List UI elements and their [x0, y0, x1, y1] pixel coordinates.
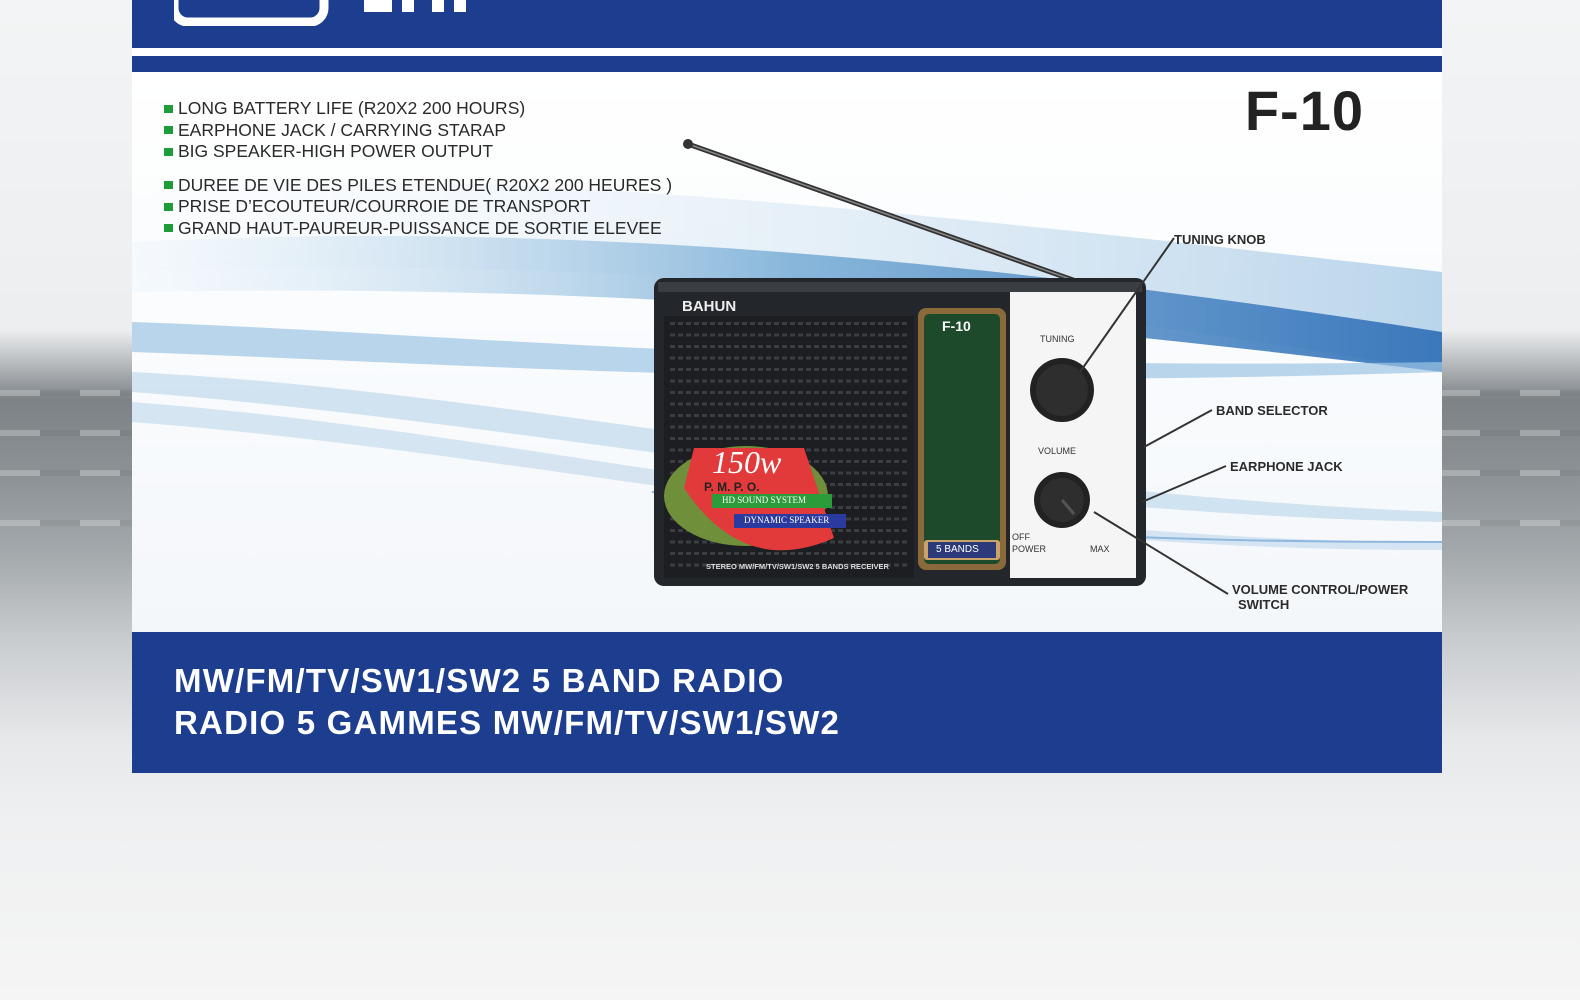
feature-item: LONG BATTERY LIFE (R20X2 200 HOURS) — [164, 98, 672, 120]
green-bullet-icon — [164, 126, 173, 135]
radio-model: F-10 — [942, 318, 971, 334]
feature-group-french: DUREE DE VIE DES PILES ETENDUE( R20X2 20… — [164, 175, 672, 240]
headline-english: MW/FM/TV/SW1/SW2 5 BAND RADIO — [174, 662, 785, 699]
green-bullet-icon — [164, 224, 173, 233]
callout-volume-power-switch: SWITCH — [1238, 597, 1290, 612]
green-bullet-icon — [164, 104, 173, 113]
power-label: POWER — [1012, 544, 1047, 554]
receiver-label: STEREO MW/FM/TV/SW1/SW2 5 BANDS RECEIVER — [706, 562, 889, 571]
callout-volume-power: VOLUME CONTROL/POWER — [1232, 582, 1409, 597]
off-label: OFF — [1012, 532, 1030, 542]
top-blue-stripe — [132, 56, 1442, 72]
brand-logo — [174, 0, 466, 26]
top-blue-band — [132, 0, 1442, 48]
green-bullet-icon — [164, 202, 173, 211]
volume-label: VOLUME — [1038, 446, 1077, 456]
hero-area: LONG BATTERY LIFE (R20X2 200 HOURS) EARP… — [132, 72, 1442, 632]
product-box-panel: LONG BATTERY LIFE (R20X2 200 HOURS) EARP… — [132, 0, 1442, 773]
feature-item: BIG SPEAKER-HIGH POWER OUTPUT — [164, 141, 672, 163]
feature-list: LONG BATTERY LIFE (R20X2 200 HOURS) EARP… — [164, 98, 672, 251]
antenna — [683, 139, 1093, 289]
callout-lines — [1079, 237, 1229, 595]
callout-band-selector: BAND SELECTOR — [1216, 403, 1328, 418]
feature-item: PRISE D’ECOUTEUR/COURROIE DE TRANSPORT — [164, 196, 672, 218]
max-label: MAX — [1090, 544, 1110, 554]
headline-french: RADIO 5 GAMMES MW/FM/TV/SW1/SW2 — [174, 704, 841, 741]
feature-item: DUREE DE VIE DES PILES ETENDUE( R20X2 20… — [164, 175, 672, 197]
radio-brand: BAHUN — [682, 298, 737, 315]
feature-group-english: LONG BATTERY LIFE (R20X2 200 HOURS) EARP… — [164, 98, 672, 163]
bottom-blue-band: MW/FM/TV/SW1/SW2 5 BAND RADIO RADIO 5 GA… — [132, 632, 1442, 773]
feature-item: GRAND HAUT-PAUREUR-PUISSANCE DE SORTIE E… — [164, 218, 672, 240]
bands-badge: 5 BANDS — [936, 544, 979, 555]
feature-item: EARPHONE JACK / CARRYING STARAP — [164, 120, 672, 142]
tuning-label: TUNING — [1040, 334, 1075, 344]
pmpo-label: P. M. P. O. — [704, 480, 760, 494]
radio-body — [654, 278, 1146, 586]
callout-earphone-jack: EARPHONE JACK — [1230, 459, 1343, 474]
callout-tuning-knob: TUNING KNOB — [1174, 232, 1266, 247]
hd-sound-label: HD SOUND SYSTEM — [722, 495, 807, 505]
radio-product-image: BAHUN F-10 TUNING VOLUME OFF POWER MAX 5… — [654, 278, 1154, 595]
power-sticker: 150w — [712, 444, 782, 480]
model-number: F-10 — [1244, 79, 1364, 142]
green-bullet-icon — [164, 147, 173, 156]
dynamic-speaker-label: DYNAMIC SPEAKER — [744, 515, 830, 525]
green-bullet-icon — [164, 181, 173, 190]
